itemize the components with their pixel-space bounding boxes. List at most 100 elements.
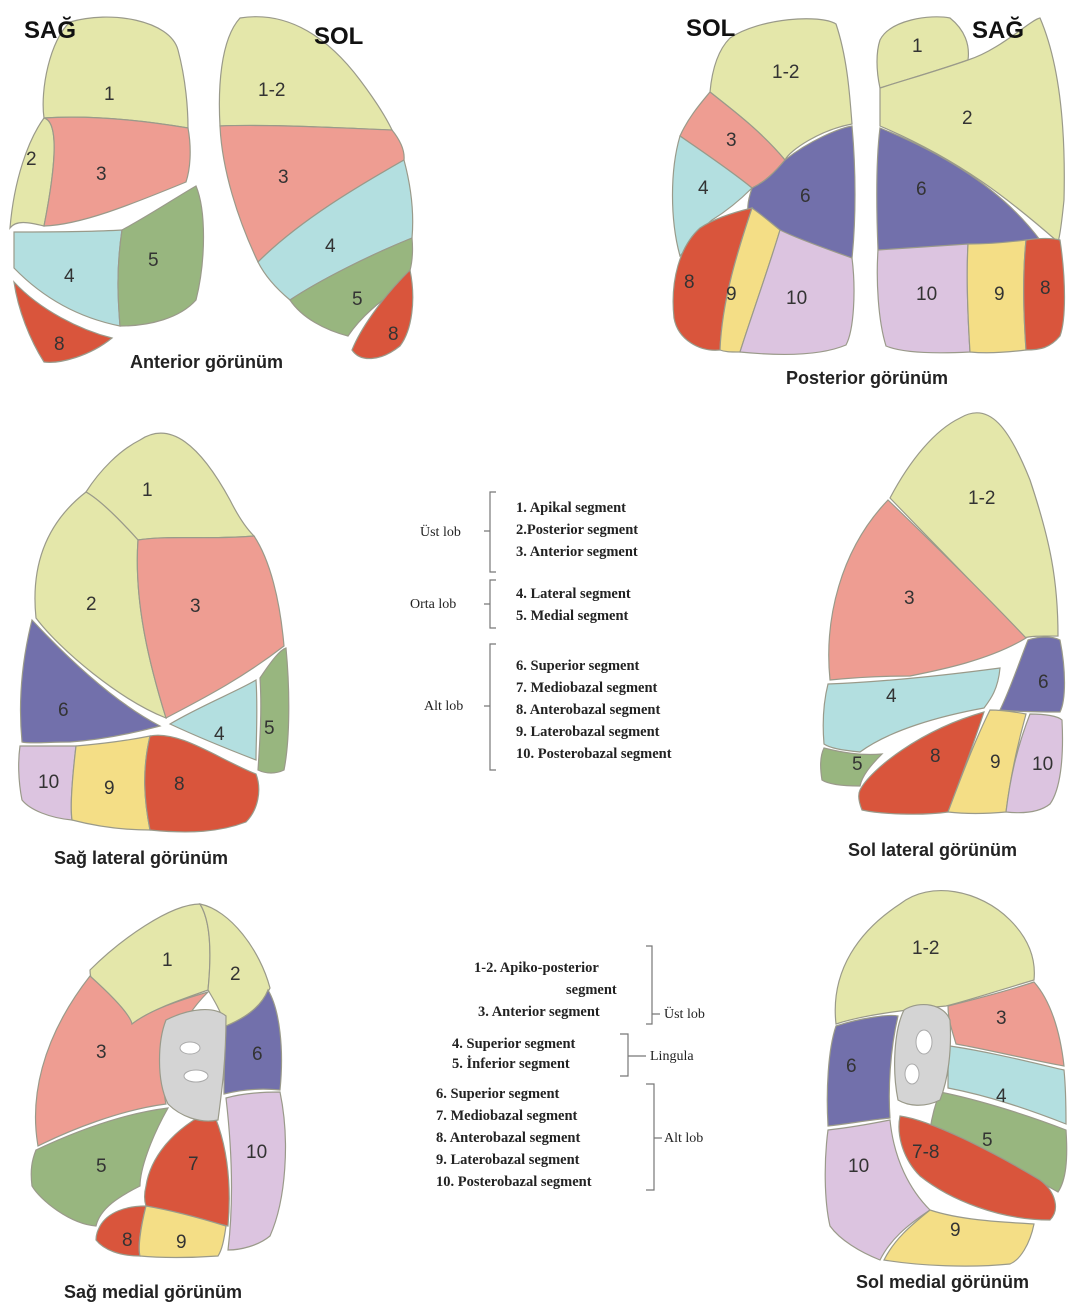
left-medial-hilum-vessel xyxy=(916,1030,932,1054)
legend-item: 8. Anterobazal segment xyxy=(516,702,660,718)
segment-label: 3 xyxy=(190,596,201,617)
legend-lobe-label: Üst lob xyxy=(664,1005,705,1022)
segment-label: 10 xyxy=(848,1156,869,1177)
segment-label: 5 xyxy=(852,754,863,775)
segment-label: 2 xyxy=(86,594,97,615)
side-label-left: SOL xyxy=(686,15,735,42)
legend-item: 2.Posterior segment xyxy=(516,522,638,538)
legend-item: 3. Anterior segment xyxy=(516,544,638,560)
segment-label: 5 xyxy=(96,1156,107,1177)
segment-label: 1 xyxy=(104,84,115,105)
left-lateral-segment-6 xyxy=(1000,637,1065,712)
segment-label: 10 xyxy=(916,284,937,305)
left-medial-hilum xyxy=(895,1005,951,1106)
segment-label: 1-2 xyxy=(258,80,285,101)
segment-label: 7-8 xyxy=(912,1142,939,1163)
legend-lobe-label: Lingula xyxy=(650,1049,694,1064)
segment-label: 10 xyxy=(1032,754,1053,775)
segment-label: 5 xyxy=(148,250,159,271)
legend-left-lung: 1-2. Apiko-posterior segment 3. Anterior… xyxy=(436,946,705,1190)
legend-item: 4. Lateral segment xyxy=(516,586,631,602)
segment-label: 6 xyxy=(58,700,69,721)
segment-label: 8 xyxy=(930,746,941,767)
segment-label: 4 xyxy=(996,1086,1007,1107)
segment-label: 1 xyxy=(912,36,923,57)
segment-label: 8 xyxy=(388,324,399,345)
left-medial-hilum-vessel xyxy=(905,1064,919,1084)
legend-bracket xyxy=(484,580,496,628)
segment-label: 2 xyxy=(230,964,241,985)
legend-item: 9. Laterobazal segment xyxy=(436,1152,580,1168)
segment-label: 4 xyxy=(214,724,225,745)
legend-right-lung: Üst lob 1. Apikal segment 2.Posterior se… xyxy=(410,492,672,770)
segment-label: 1 xyxy=(142,480,153,501)
right-lateral-view xyxy=(19,433,289,832)
segment-label: 9 xyxy=(990,752,1001,773)
segment-label: 6 xyxy=(800,186,811,207)
legend-item: 5. Medial segment xyxy=(516,608,629,624)
segment-label: 8 xyxy=(122,1230,133,1251)
legend-item: 8. Anterobazal segment xyxy=(436,1130,580,1146)
legend-item: 7. Mediobazal segment xyxy=(516,680,658,696)
segment-label: 8 xyxy=(174,774,185,795)
caption-posterior: Posterior görünüm xyxy=(786,368,948,388)
legend-lobe-label: Orta lob xyxy=(410,597,456,612)
segment-label: 6 xyxy=(846,1056,857,1077)
segment-label: 6 xyxy=(1038,672,1049,693)
anterior-right-segment-5 xyxy=(118,186,204,326)
segment-label: 4 xyxy=(698,178,709,199)
segment-label: 3 xyxy=(904,588,915,609)
segment-label: 3 xyxy=(996,1008,1007,1029)
segment-label: 2 xyxy=(962,108,973,129)
legend-item: segment xyxy=(566,982,617,998)
right-medial-segment-8 xyxy=(96,1206,146,1256)
segment-label: 9 xyxy=(950,1220,961,1241)
legend-lobe-label: Alt lob xyxy=(664,1131,703,1146)
left-medial-view xyxy=(825,891,1067,1266)
legend-bracket xyxy=(646,946,660,1024)
side-label-right: SAĞ xyxy=(24,16,76,44)
anterior-left-segment-12 xyxy=(219,17,392,130)
right-medial-hilum-vessel xyxy=(184,1070,208,1082)
segment-label: 4 xyxy=(325,236,336,257)
segment-label: 7 xyxy=(188,1154,199,1175)
caption-right-lateral: Sağ lateral görünüm xyxy=(54,848,228,868)
segment-label: 1-2 xyxy=(772,62,799,83)
segment-label: 9 xyxy=(104,778,115,799)
legend-bracket xyxy=(646,1084,662,1190)
left-medial-segment-6 xyxy=(827,1015,898,1126)
segment-label: 5 xyxy=(982,1130,993,1151)
caption-right-medial: Sağ medial görünüm xyxy=(64,1282,242,1302)
segment-label: 8 xyxy=(54,334,65,355)
legend-item: 9. Laterobazal segment xyxy=(516,724,660,740)
segment-label: 4 xyxy=(64,266,75,287)
caption-anterior: Anterior görünüm xyxy=(130,352,283,372)
segment-label: 1-2 xyxy=(968,488,995,509)
legend-item: 1. Apikal segment xyxy=(516,500,626,516)
caption-left-lateral: Sol lateral görünüm xyxy=(848,840,1017,860)
segment-label: 3 xyxy=(278,167,289,188)
segment-label: 8 xyxy=(1040,278,1051,299)
legend-bracket xyxy=(484,492,496,572)
legend-item: 10. Posterobazal segment xyxy=(516,746,672,762)
legend-bracket xyxy=(620,1034,646,1076)
legend-item: 5. İnferior segment xyxy=(452,1055,570,1072)
legend-item: 3. Anterior segment xyxy=(478,1004,600,1020)
right-medial-segment-10 xyxy=(226,1092,285,1250)
segment-label: 6 xyxy=(916,179,927,200)
caption-left-medial: Sol medial görünüm xyxy=(856,1272,1029,1292)
segment-label: 2 xyxy=(26,149,37,170)
right-lateral-segment-5 xyxy=(258,648,289,773)
segment-label: 3 xyxy=(96,1042,107,1063)
legend-lobe-label: Alt lob xyxy=(424,699,463,714)
legend-item: 1-2. Apiko-posterior xyxy=(474,960,599,976)
segment-label: 6 xyxy=(252,1044,263,1065)
segment-label: 3 xyxy=(726,130,737,151)
segment-label: 3 xyxy=(96,164,107,185)
legend-item: 10. Posterobazal segment xyxy=(436,1174,592,1190)
segment-label: 8 xyxy=(684,272,695,293)
legend-item: 4. Superior segment xyxy=(452,1036,576,1052)
segment-label: 5 xyxy=(352,289,363,310)
legend-item: 6. Superior segment xyxy=(436,1086,560,1102)
